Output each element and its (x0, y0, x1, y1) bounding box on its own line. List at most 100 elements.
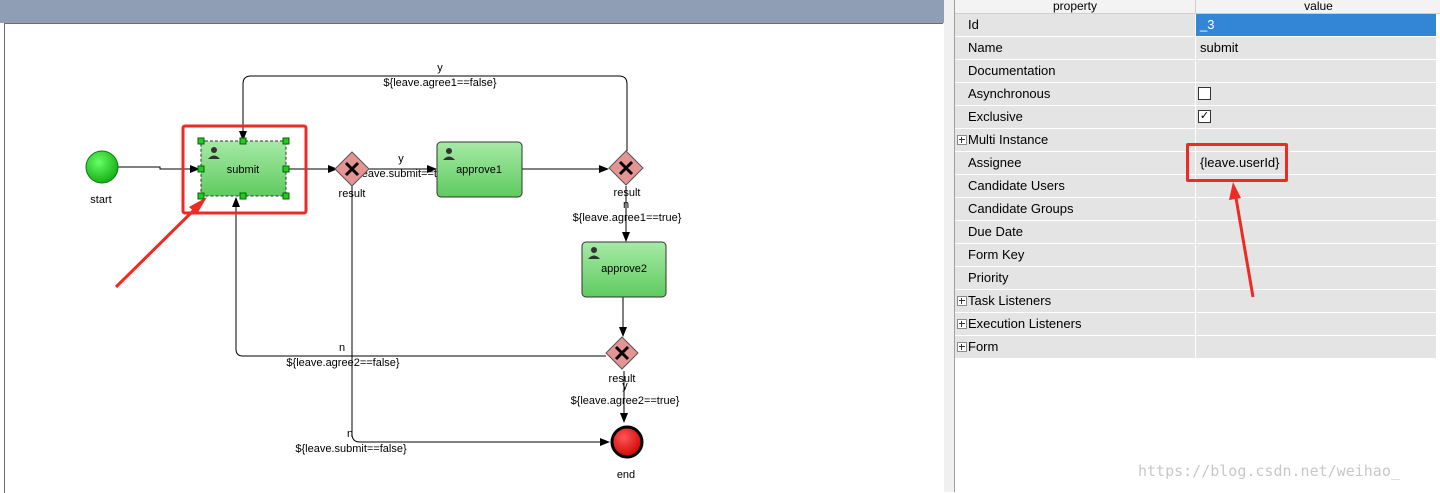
checkbox-checked[interactable]: ✓ (1198, 110, 1211, 123)
property-key-cell: Exclusive (955, 106, 1196, 128)
column-header-property[interactable]: property (955, 0, 1196, 14)
flow-label-bottom-n: n (347, 428, 353, 440)
property-key-cell: Form (955, 336, 1196, 358)
property-key-label: Documentation (968, 63, 1056, 78)
flow-label-back-condition: ${leave.agree2==false} (286, 357, 399, 369)
flow-label-g3-y: y (622, 380, 628, 392)
property-value-cell[interactable] (1196, 83, 1436, 105)
property-key-cell: Candidate Groups (955, 198, 1196, 220)
user-task-icon (588, 247, 600, 259)
property-row-multi-instance[interactable]: Multi Instance (955, 129, 1436, 152)
flow-label-g2-n: n (623, 199, 629, 211)
property-key-label: Due Date (968, 224, 1023, 239)
flow-label-mid-y: y (398, 153, 404, 165)
expand-plus-icon[interactable] (957, 135, 967, 145)
selection-handles[interactable] (197, 137, 290, 200)
property-value-cell[interactable]: {leave.userId} (1196, 152, 1436, 174)
property-value-cell[interactable] (1196, 267, 1436, 289)
expand-plus-icon[interactable] (957, 319, 967, 329)
flow-label-top-condition: ${leave.agree1==false} (383, 77, 496, 89)
property-row-documentation[interactable]: Documentation (955, 60, 1436, 83)
sequence-flows (118, 75, 630, 446)
flow-gateway2-submit[interactable] (239, 75, 628, 151)
bpmn-diagram[interactable]: y ${leave.agree1==false} y ${leave.submi… (0, 0, 944, 492)
annotation-arrow-left (114, 197, 207, 289)
end-event[interactable]: end (610, 425, 644, 481)
flow-gateway1-end[interactable] (351, 186, 610, 446)
diagram-canvas[interactable] (4, 23, 943, 493)
property-key-label: Candidate Groups (968, 201, 1074, 216)
property-row-id[interactable]: Id _3 (955, 14, 1436, 37)
property-key-label: Form Key (968, 247, 1025, 262)
end-event-label: end (617, 469, 635, 481)
property-value-cell[interactable] (1196, 290, 1436, 312)
start-event[interactable]: start (85, 150, 119, 206)
property-value-text[interactable]: {leave.userId} (1200, 155, 1280, 170)
property-key-label: Exclusive (968, 109, 1023, 124)
property-value-text[interactable]: submit (1200, 40, 1239, 55)
gateway-result-3[interactable]: result (605, 336, 639, 385)
property-value-cell[interactable] (1196, 60, 1436, 82)
user-task-icon (208, 147, 220, 159)
property-value-cell[interactable] (1196, 198, 1436, 220)
gateway-result-1-label: result (339, 188, 366, 200)
property-key-cell: Form Key (955, 244, 1196, 266)
property-row-exclusive[interactable]: Exclusive ✓ (955, 106, 1436, 129)
assignee-highlight-box (1186, 143, 1288, 182)
gateway-result-1[interactable]: result (334, 151, 370, 200)
property-row-form-key[interactable]: Form Key (955, 244, 1436, 267)
property-value-cell[interactable]: ✓ (1196, 106, 1436, 128)
gateway-result-3-label: result (609, 373, 636, 385)
task-approve1[interactable]: approve1 (436, 141, 523, 198)
property-key-label: Id (968, 17, 979, 32)
property-key-cell: Priority (955, 267, 1196, 289)
task-approve2[interactable]: approve2 (581, 241, 667, 298)
flow-gateway3-submit[interactable] (232, 197, 606, 357)
property-key-cell: Assignee (955, 152, 1196, 174)
expand-plus-icon[interactable] (957, 296, 967, 306)
property-value-text[interactable]: _3 (1200, 17, 1215, 32)
property-key-cell: Asynchronous (955, 83, 1196, 105)
property-value-cell[interactable]: _3 (1196, 14, 1436, 36)
property-row-priority[interactable]: Priority (955, 267, 1436, 290)
property-row-asynchronous[interactable]: Asynchronous (955, 83, 1436, 106)
property-key-label: Name (968, 40, 1003, 55)
property-value-cell[interactable]: submit (1196, 37, 1436, 59)
task-submit[interactable]: submit (197, 137, 290, 200)
watermark: https://blog.csdn.net/weihao_ (1138, 462, 1400, 480)
column-header-value[interactable]: value (1196, 0, 1440, 14)
property-value-cell[interactable] (1196, 244, 1436, 266)
property-value-cell[interactable] (1196, 221, 1436, 243)
property-row-execution-listeners[interactable]: Execution Listeners (955, 313, 1436, 336)
flow-label-top-y: y (437, 62, 443, 74)
property-row-due-date[interactable]: Due Date (955, 221, 1436, 244)
flow-label-g2-condition: ${leave.agree1==true} (573, 212, 682, 224)
property-key-cell: Due Date (955, 221, 1196, 243)
property-row-candidate-users[interactable]: Candidate Users (955, 175, 1436, 198)
property-key-cell: Documentation (955, 60, 1196, 82)
property-row-form[interactable]: Form (955, 336, 1436, 359)
gateway-result-2[interactable]: result (608, 150, 644, 199)
property-value-cell[interactable] (1196, 336, 1436, 358)
expand-plus-icon[interactable] (957, 342, 967, 352)
property-key-label: Execution Listeners (968, 316, 1082, 331)
property-key-label: Asynchronous (968, 86, 1051, 101)
property-value-cell[interactable] (1196, 313, 1436, 335)
checkbox-unchecked[interactable] (1198, 87, 1211, 100)
property-key-label: Priority (968, 270, 1009, 285)
flow-label-mid-condition: ${leave.submit==true} (349, 168, 456, 180)
task-approve2-label: approve2 (601, 263, 647, 275)
flow-label-g3-condition: ${leave.agree2==true} (571, 395, 680, 407)
property-row-assignee[interactable]: Assignee {leave.userId} (955, 152, 1436, 175)
property-key-label: Multi Instance (968, 132, 1049, 147)
splitter[interactable] (944, 0, 954, 492)
property-key-label: Form (968, 339, 999, 354)
property-key-cell: Id (955, 14, 1196, 36)
flow-start-submit[interactable] (118, 165, 200, 173)
flow-label-back-n: n (339, 342, 345, 354)
property-row-candidate-groups[interactable]: Candidate Groups (955, 198, 1436, 221)
property-row-task-listeners[interactable]: Task Listeners (955, 290, 1436, 313)
start-event-label: start (90, 194, 111, 206)
property-row-name[interactable]: Name submit (955, 37, 1436, 60)
